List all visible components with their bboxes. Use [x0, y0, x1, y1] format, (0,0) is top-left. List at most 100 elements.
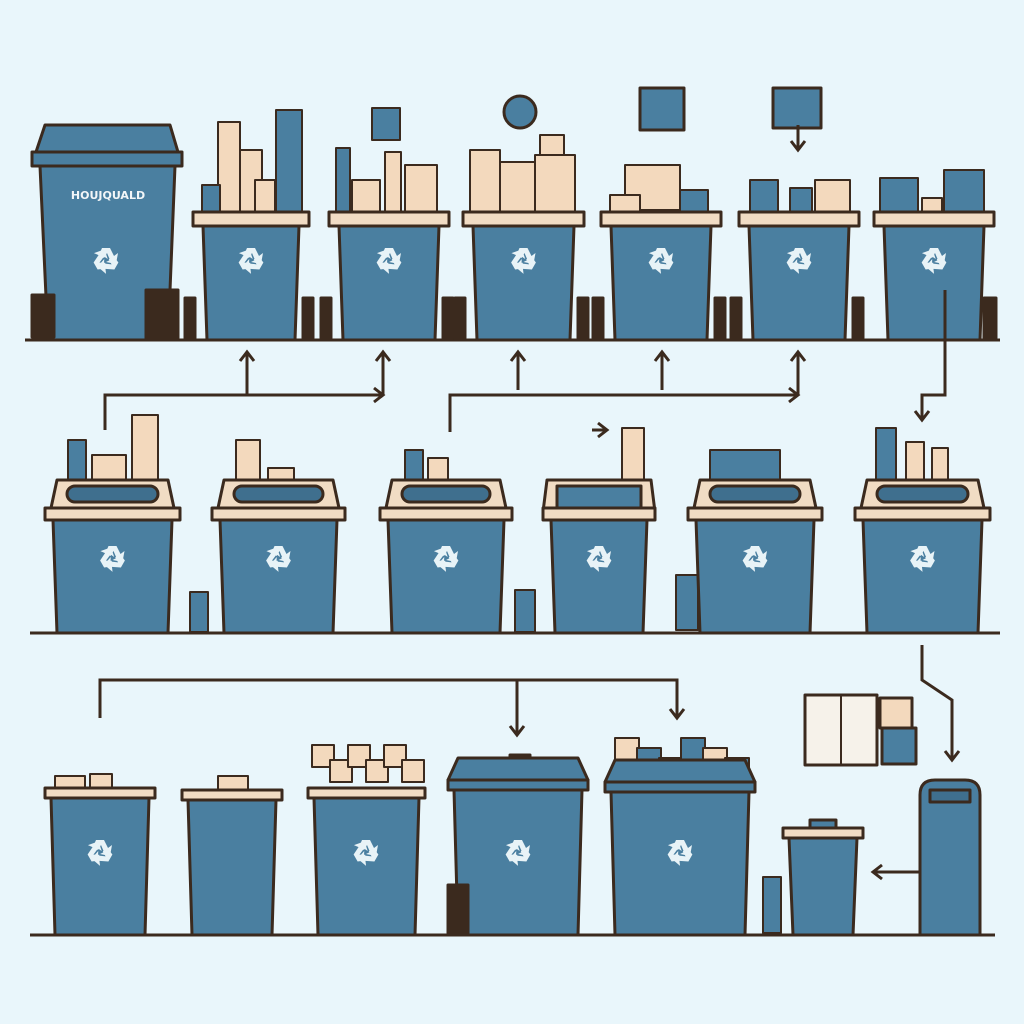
bin-content-item: [621, 427, 645, 481]
bin-content-item: [217, 121, 241, 213]
arrow-icon: [789, 349, 807, 362]
wheel: [851, 296, 865, 340]
recycle-arrow: [790, 256, 812, 274]
book-icon: [803, 693, 918, 767]
recycle-icon: [353, 840, 379, 866]
bin-body: [471, 224, 576, 342]
bin-rim: [210, 506, 347, 522]
bin-row2-5: [686, 449, 824, 635]
recycle-arrow: [511, 249, 526, 270]
bin-content-item: [383, 744, 407, 768]
recycle-arrow: [648, 249, 663, 270]
arrow-icon: [509, 349, 527, 362]
recycle-icon: [266, 546, 291, 572]
bin-content-item: [762, 876, 782, 934]
recycle-arrow: [671, 848, 693, 866]
bin-body: [861, 518, 984, 635]
bin-content-item: [404, 164, 438, 213]
arrow-icon: [788, 386, 801, 404]
bin-content-item: [614, 737, 640, 761]
recycle-arrow: [266, 547, 281, 568]
bin-row2-4: [541, 427, 699, 635]
wheel: [144, 288, 180, 340]
bin-body: [386, 518, 506, 635]
bin-row2-1: [43, 414, 182, 635]
recycle-arrow: [509, 848, 531, 866]
device-item: [880, 726, 918, 766]
bin-body: [452, 788, 584, 937]
bin-content-item: [351, 179, 381, 213]
recycle-arrow: [380, 256, 402, 274]
bin-lid: [446, 756, 590, 782]
bin-content-item: [814, 179, 851, 213]
arrow-icon: [597, 421, 610, 439]
bin-content-item: [875, 427, 897, 481]
bin-row1-2: [319, 107, 455, 342]
flow-arrow: [448, 393, 798, 432]
wheel: [441, 296, 455, 340]
bin-content-item: [131, 414, 159, 481]
wheel: [729, 296, 743, 340]
bin-content-item: [401, 759, 425, 783]
bin-content-item: [675, 574, 699, 631]
bin-body: [337, 224, 441, 342]
bin-row1-4: [591, 86, 727, 342]
bin-content-item: [943, 169, 985, 213]
bin-rim: [30, 150, 184, 168]
globe-icon: [502, 94, 538, 130]
recycle-icon: [376, 248, 402, 274]
bin-content-item: [347, 744, 371, 768]
bin-row3-1: [43, 773, 157, 937]
wheel: [982, 296, 998, 340]
bin-rim: [872, 210, 996, 228]
box-item: [878, 696, 914, 730]
recycle-arrow: [242, 256, 264, 274]
flow-arrow: [920, 290, 947, 420]
recycle-icon: [505, 840, 531, 866]
recycle-arrow: [100, 547, 115, 568]
bin-content-item: [709, 449, 781, 481]
recycle-icon: [586, 546, 612, 572]
wheel: [183, 296, 197, 340]
bin-content-item: [67, 439, 87, 481]
bin-rim: [43, 506, 182, 522]
recycle-icon: [742, 546, 768, 572]
wheel: [453, 296, 467, 340]
bin-lid: [34, 123, 180, 154]
recycle-icon: [921, 248, 947, 274]
kiosk-slot: [928, 788, 972, 804]
bin-content-item: [404, 449, 424, 481]
arrow-icon: [374, 349, 392, 362]
bin-rim: [461, 210, 586, 228]
bin-content-item: [384, 151, 402, 213]
recycle-icon: [648, 248, 674, 274]
bin-content-item: [189, 591, 209, 633]
bin-rim: [686, 506, 824, 522]
arrow-icon: [668, 708, 686, 721]
bin-lid-slot: [875, 484, 970, 504]
bin-row2-6: [853, 427, 992, 635]
bin-body: [218, 518, 339, 635]
wheel: [30, 293, 56, 339]
bin-rim: [327, 210, 451, 228]
bin-body: [609, 224, 713, 342]
bin-row3-2: [180, 775, 284, 937]
recycle-arrow: [433, 547, 448, 568]
recycle-arrow: [921, 249, 936, 270]
arrow-icon: [653, 349, 671, 362]
bin-content-item: [267, 467, 295, 481]
bin-content-item: [335, 147, 351, 213]
recycle-arrow: [590, 554, 612, 572]
bin-content-item: [679, 189, 709, 213]
recycle-arrow: [104, 554, 125, 572]
recycle-arrow: [505, 841, 520, 862]
recycle-arrow: [910, 547, 925, 568]
recycling-kiosk: [918, 778, 982, 937]
wheel: [576, 296, 590, 340]
bin-rim: [378, 506, 514, 522]
bin-content-item: [201, 184, 221, 213]
wheel: [446, 883, 470, 935]
arrow-icon: [870, 863, 883, 881]
